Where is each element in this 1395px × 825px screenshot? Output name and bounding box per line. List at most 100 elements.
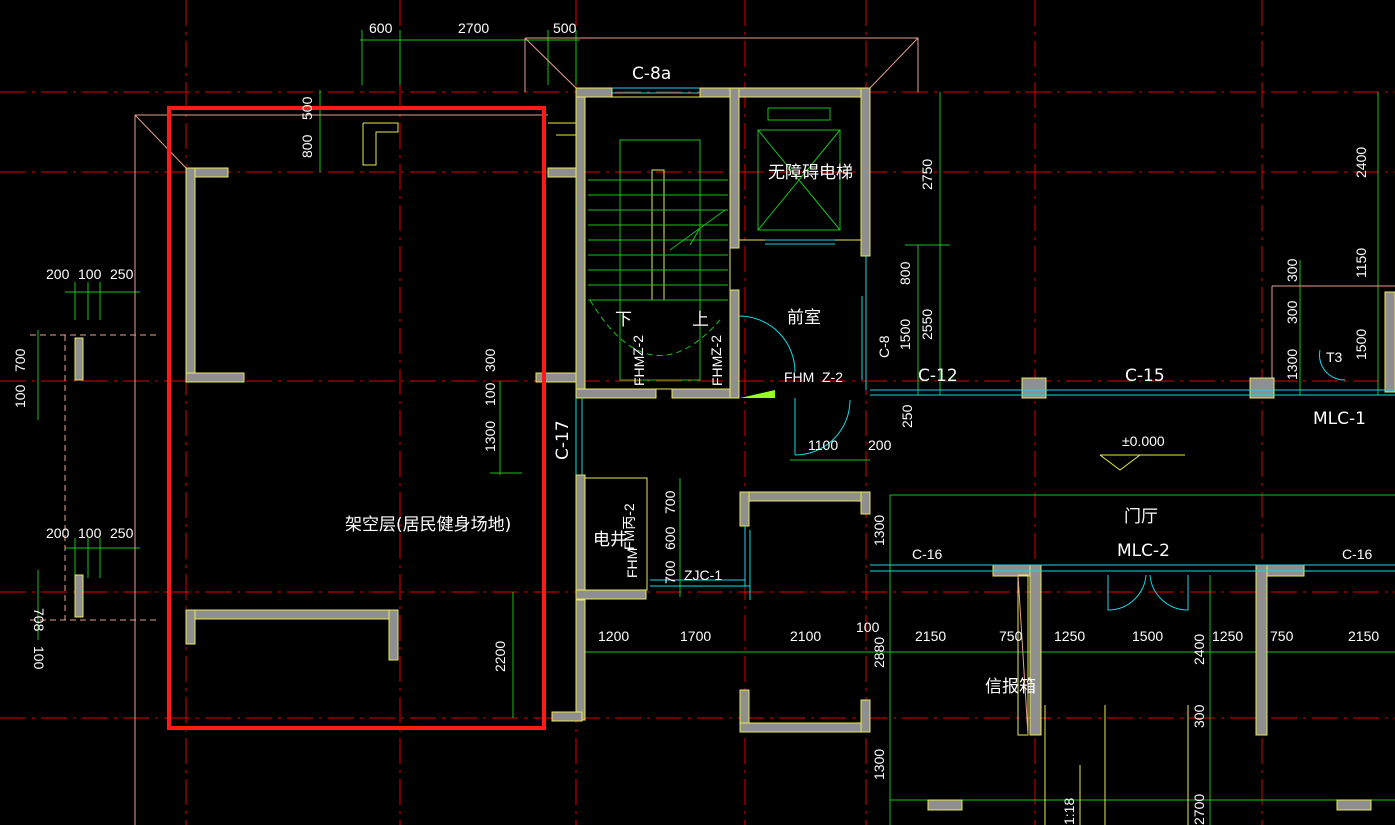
roof-line — [524, 37, 577, 89]
dim-text: 1100 — [808, 437, 838, 453]
ramp-label: 1:18 — [1061, 798, 1077, 825]
wall-segment — [729, 87, 740, 249]
door-label-mlc2: MLC-2 — [1117, 541, 1170, 561]
dim-text: 1700 — [680, 628, 711, 644]
wall-segment — [739, 491, 871, 502]
dim-text: 2200 — [492, 641, 508, 672]
dim-text: 2880 — [871, 637, 887, 668]
stair-down-label: 下 — [615, 310, 632, 330]
dim-text: 1150 — [1353, 248, 1369, 278]
wall-segment — [1336, 799, 1372, 811]
wall-segment — [729, 289, 740, 399]
dim-text: 2750 — [919, 159, 935, 190]
wall-segment — [388, 609, 399, 661]
level-label: ±0.000 — [1122, 433, 1165, 449]
elevator-cross — [757, 129, 841, 231]
dim-text: 300 — [482, 348, 498, 372]
wall-segment — [74, 574, 84, 618]
dim-text: 100 — [856, 619, 880, 635]
small-wall — [548, 122, 577, 136]
dim-text: 1250 — [1212, 628, 1243, 644]
wall-segment — [739, 491, 750, 527]
dim-text: 1300 — [482, 421, 498, 452]
window-label-c8: C-8 — [876, 335, 892, 358]
stair-up-label: 上 — [692, 310, 709, 330]
wall-segment — [547, 167, 577, 178]
dim-text: 300 — [1284, 300, 1300, 324]
fhm-label: FHM — [709, 356, 725, 386]
dim-text: 1500 — [1132, 628, 1163, 644]
dim-text: 1200 — [598, 628, 629, 644]
dim-text: 800 — [897, 261, 913, 285]
window-label-c15: C-15 — [1125, 366, 1165, 386]
fhm-label: FHM — [784, 369, 814, 385]
door-swing — [1149, 574, 1189, 611]
stair-arrow — [669, 209, 726, 251]
dim-text: 200 — [868, 437, 892, 453]
dim-text: 700 — [662, 560, 678, 584]
dim-text: 2100 — [790, 628, 821, 644]
dim-text: 2150 — [1348, 628, 1379, 644]
dim-text: 750 — [1270, 628, 1294, 644]
dim-text: 200 — [46, 525, 70, 541]
door-swing — [1319, 349, 1346, 381]
dim-text: 750 — [999, 628, 1023, 644]
wall-segment — [860, 699, 871, 733]
wall-segment — [1255, 564, 1268, 736]
dim-text: 1300 — [1284, 349, 1300, 380]
dim-text: 2400 — [1353, 147, 1369, 178]
roof-line — [869, 37, 919, 89]
stair-well — [584, 96, 731, 390]
wall-segment — [575, 599, 586, 721]
door-swing — [1107, 574, 1147, 611]
mailbox-line — [1017, 574, 1029, 736]
roof-outline — [30, 37, 1395, 825]
door-label-t3: T3 — [1326, 349, 1343, 365]
door-marker — [740, 390, 775, 398]
dim-text: 2550 — [919, 309, 935, 340]
wall-segment — [575, 589, 647, 600]
anteroom-label: 前室 — [787, 308, 821, 328]
wall-segment — [551, 711, 583, 722]
wall-segment — [1384, 291, 1395, 393]
dimension-lines — [37, 30, 1395, 825]
wall-segment — [671, 388, 737, 399]
fhm-label: FHM — [624, 548, 640, 578]
dim-text: 600 — [369, 20, 393, 36]
dim-text: 1500 — [1353, 329, 1369, 360]
dimension-texts: 600 2700 500 500 800 200 100 250 700 100… — [12, 20, 1379, 825]
dim-text: 2700 — [1191, 794, 1207, 825]
dim-text: 100 — [12, 384, 28, 408]
dim-text: 2400 — [1191, 634, 1207, 665]
window-label-zjc1: ZJC-1 — [684, 567, 722, 583]
dim-text: 200 — [46, 266, 70, 282]
dim-text: 100 — [482, 382, 498, 406]
door-label-mlc1: MLC-1 — [1313, 409, 1366, 429]
dim-text: 1250 — [1054, 628, 1085, 644]
fitness-area-label: 架空层(居民健身场地) — [345, 515, 511, 535]
dim-text: 600 — [662, 526, 678, 550]
highlight-frame[interactable] — [167, 106, 546, 730]
stair-landing-arc — [589, 299, 721, 357]
dim-text: 500 — [299, 96, 315, 120]
dim-text: 700 — [12, 348, 28, 372]
elevator-panel — [767, 107, 831, 121]
shaft-label: 电井 — [593, 530, 627, 550]
window-label-c17: C-17 — [553, 420, 573, 460]
wall-column — [1021, 377, 1047, 399]
text-labels: C-8a 无障碍电梯 前室 下 上 Z-2 Z-2 FHM FHM FHM Z-… — [345, 64, 1373, 825]
window-label-c16: C-16 — [1342, 546, 1373, 562]
wall-segment — [185, 167, 196, 383]
stair-z2-left: Z-2 — [630, 335, 646, 356]
wall-segment — [860, 87, 871, 257]
wall-segment — [185, 372, 245, 383]
wall-segment — [699, 87, 871, 98]
dim-text: 300 — [1284, 258, 1300, 282]
wall-segment — [1029, 564, 1042, 736]
shaft-room — [584, 477, 648, 591]
dim-text: 100 — [31, 646, 47, 670]
roof-line — [134, 114, 187, 169]
wall-segment — [575, 87, 586, 399]
dim-text: 800 — [299, 134, 315, 158]
dim-text: 2700 — [458, 20, 489, 36]
